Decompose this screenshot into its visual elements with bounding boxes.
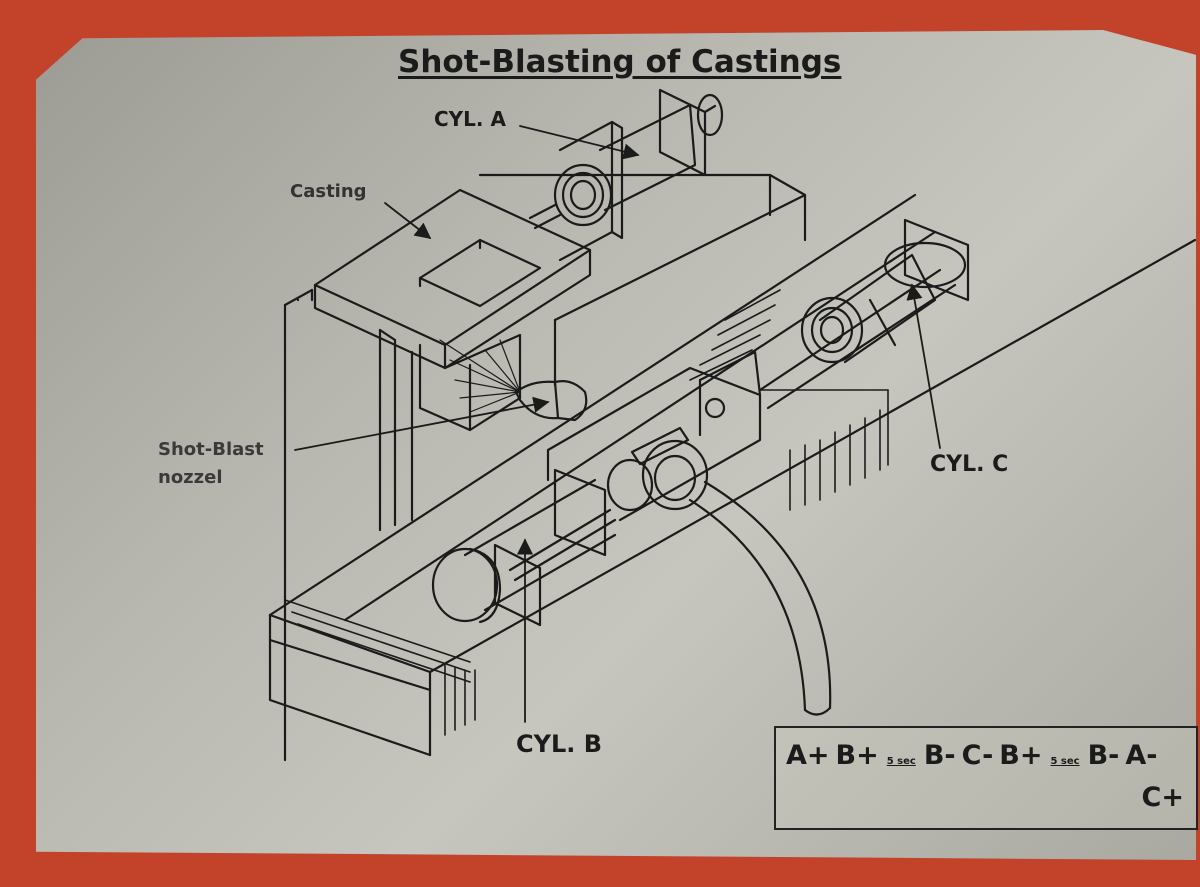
sequence-delay: 5 sec — [886, 756, 916, 767]
carriage-block — [546, 350, 762, 522]
sequence-step: B- — [1087, 740, 1120, 771]
shot-blast-nozzle — [514, 380, 588, 422]
bellows-left — [284, 599, 476, 736]
sequence-step: A- — [1125, 740, 1158, 771]
label-nozzle-line2: nozzel — [158, 467, 223, 488]
label-casting: Casting — [290, 181, 367, 202]
label-cyl-b: CYL. B — [516, 730, 603, 758]
casting-leader — [384, 202, 432, 239]
bellows-upper — [689, 289, 781, 381]
conveyor-beam — [268, 193, 1197, 757]
sequence-line-2: C+ — [1142, 782, 1190, 813]
cylinder-c — [758, 218, 970, 410]
sequence-delay: 5 sec — [1050, 756, 1080, 767]
nozzle-leader — [294, 396, 550, 451]
label-nozzle-line1: Shot-Blast — [158, 439, 264, 460]
label-cyl-c: CYL. C — [930, 452, 1009, 477]
sequence-step: B- — [923, 740, 956, 771]
shot-spray — [439, 339, 521, 413]
sequence-step: B+ — [999, 740, 1043, 771]
frame — [283, 288, 414, 762]
upper-support-block — [478, 173, 807, 387]
label-cyl-a: CYL. A — [434, 107, 506, 131]
leader-lines — [294, 125, 941, 723]
cylinder-a — [528, 88, 724, 262]
air-hose — [641, 439, 832, 716]
paper-sheet — [36, 30, 1196, 860]
sequence-step: A+ — [786, 740, 830, 771]
sequence-step: B+ — [835, 740, 879, 771]
sequence-step: C- — [961, 740, 994, 771]
diagram-title: Shot-Blasting of Castings — [398, 44, 842, 80]
cyl-c-leader — [906, 283, 941, 449]
sequence-step: C+ — [1141, 782, 1184, 813]
label-shot-blast-nozzle: Shot-Blast nozzel — [158, 436, 264, 492]
bellows-right — [759, 389, 889, 511]
cyl-a-leader — [519, 125, 640, 160]
cylinder-b — [431, 458, 654, 627]
casting — [313, 188, 592, 432]
